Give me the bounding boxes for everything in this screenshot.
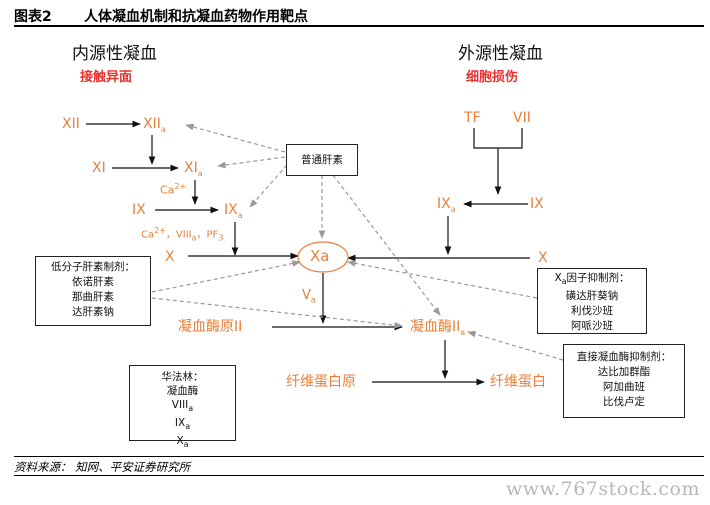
intrinsic-title: 内源性凝血 bbox=[72, 44, 157, 64]
xa-inhibitor-item-3: 阿哌沙班 bbox=[571, 320, 613, 333]
lmwh-item-1: 依诺肝素 bbox=[72, 276, 114, 288]
warfarin-title: 华法林： bbox=[161, 371, 204, 383]
xa-inhibitor-title: Xa因子抑制剂： bbox=[554, 272, 630, 287]
source-text: 资料来源： 知网、平安证券研究所 bbox=[14, 460, 191, 474]
lmwh-item-2: 那曲肝素 bbox=[72, 291, 114, 303]
thrombin-inhibitor-item-2: 阿加曲班 bbox=[603, 381, 645, 393]
factor-vii: VII bbox=[513, 110, 531, 126]
inhibit-thrombininhib-thrombin bbox=[467, 330, 564, 361]
thrombin-inhibitor-item-3: 比伐卢定 bbox=[603, 396, 645, 408]
inhibit-heparin-ixa bbox=[249, 164, 288, 208]
inhibit-heparin-xia bbox=[217, 156, 286, 169]
factor-xia: XIa bbox=[184, 160, 203, 178]
figure-title: 人体凝血机制和抗凝血药物作用靶点 bbox=[84, 9, 308, 25]
source-footer: 资料来源： 知网、平安证券研究所 bbox=[14, 456, 704, 476]
factor-xi: XI bbox=[92, 160, 106, 176]
inhibit-heparin-xiia bbox=[185, 123, 286, 153]
factor-ixa: IXa bbox=[224, 202, 243, 220]
watermark: www.767stock.com bbox=[506, 478, 700, 500]
fibrin-label: 纤维蛋白 bbox=[490, 374, 546, 390]
lmwh-box: 低分子肝素制剂： 依诺肝素 那曲肝素 达肝素钠 bbox=[35, 256, 151, 326]
figure-header: 图表2 人体凝血机制和抗凝血药物作用靶点 bbox=[14, 3, 704, 27]
heparin-box: 普通肝素 bbox=[286, 144, 358, 176]
thrombin-inhibitor-box: 直接凝血酶抑制剂： 达比加群酯 阿加曲班 比伐卢定 bbox=[563, 344, 685, 418]
prothrombin-label: 凝血酶原II bbox=[178, 319, 243, 335]
extrinsic-title: 外源性凝血 bbox=[458, 44, 543, 64]
warfarin-item-3: IXa bbox=[174, 417, 191, 432]
heparin-label: 普通肝素 bbox=[301, 154, 343, 166]
factor-xa: Xa bbox=[310, 247, 330, 265]
xa-ellipse bbox=[297, 241, 349, 273]
factor-xiia: XIIa bbox=[143, 116, 166, 134]
warfarin-box: 华法林： 凝血酶 VIIIa IXa Xa bbox=[129, 365, 236, 449]
fibrinogen-label: 纤维蛋白原 bbox=[286, 374, 356, 390]
lmwh-title: 低分子肝素制剂： bbox=[51, 261, 135, 273]
factor-xii: XII bbox=[62, 116, 80, 132]
thrombin-inhibitor-title: 直接凝血酶抑制剂： bbox=[576, 351, 672, 363]
factor-ix-right: IX bbox=[530, 196, 544, 212]
warfarin-item-2: VIIIa bbox=[171, 399, 194, 414]
calcium-label: Ca2+ bbox=[160, 182, 187, 197]
thrombin-inhibitor-item-1: 达比加群酯 bbox=[597, 366, 651, 378]
xa-inhibitor-item-1: 磺达肝葵钠 bbox=[565, 290, 619, 303]
warfarin-item-4: Xa bbox=[176, 435, 189, 450]
lmwh-item-3: 达肝素钠 bbox=[72, 306, 114, 318]
factor-x-right: X bbox=[538, 250, 548, 266]
factor-tf: TF bbox=[464, 110, 481, 126]
xa-inhibitor-box: Xa因子抑制剂： 磺达肝葵钠 利伐沙班 阿哌沙班 bbox=[537, 268, 647, 334]
tf-vii-bracket bbox=[473, 128, 523, 149]
inhibit-lmwh-xa bbox=[151, 260, 301, 293]
xa-inhibitor-item-2: 利伐沙班 bbox=[571, 305, 613, 318]
cofactors-label: Ca2+，VIIIa，PF3 bbox=[141, 226, 224, 243]
factor-x-left: X bbox=[165, 249, 175, 265]
figure-number: 图表2 bbox=[14, 9, 52, 25]
warfarin-item-1: 凝血酶 bbox=[166, 385, 199, 397]
inhibit-heparin-thrombin bbox=[332, 174, 441, 316]
factor-va: Va bbox=[302, 288, 316, 305]
intrinsic-trigger: 接触异面 bbox=[80, 70, 133, 85]
inhibit-xainhib-xa bbox=[347, 260, 538, 299]
thrombin-label: 凝血酶IIa bbox=[410, 319, 466, 337]
factor-ixa-right: IXa bbox=[437, 196, 456, 214]
factor-ix-left: IX bbox=[132, 202, 146, 218]
extrinsic-trigger: 细胞损伤 bbox=[466, 70, 519, 85]
